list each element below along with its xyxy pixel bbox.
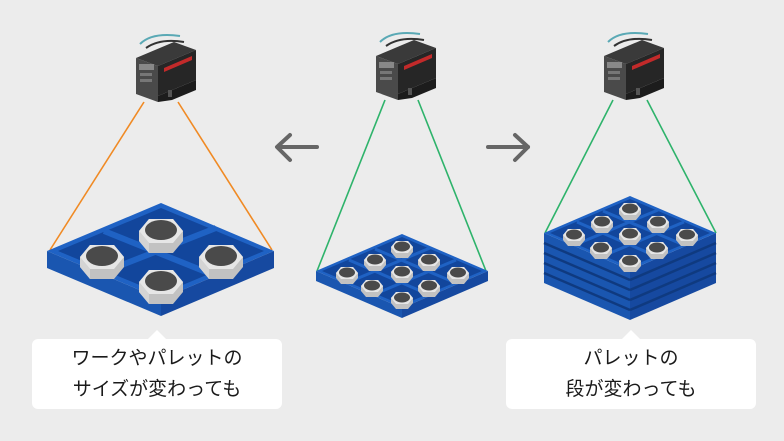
beam-line-left	[316, 99, 386, 272]
arrow-right-icon	[486, 133, 530, 162]
beam-line-right	[646, 99, 717, 234]
caption-line: パレットの	[583, 347, 679, 369]
nut-grid-3x3	[336, 241, 469, 309]
panel-left	[47, 34, 274, 316]
caption-line: ワークやパレットの	[71, 347, 243, 369]
beam-line-right	[177, 101, 273, 251]
arrow-left-icon	[275, 133, 319, 162]
sensor-icon	[135, 34, 197, 103]
nut-icon	[139, 219, 183, 253]
beam-line-left	[49, 101, 145, 251]
panel-center	[316, 32, 488, 318]
nut-icon	[199, 245, 243, 279]
nut-icon	[139, 270, 183, 304]
caption-line: 段が変わっても	[565, 378, 697, 400]
beam-line-left	[544, 99, 614, 234]
beam-line-right	[417, 99, 487, 272]
panel-right	[543, 32, 717, 320]
sensor-icon	[375, 32, 437, 101]
nut-icon	[80, 245, 124, 279]
caption-size-change: ワークやパレットの サイズが変わっても	[32, 330, 282, 409]
sensor-icon	[603, 32, 665, 101]
caption-line: サイズが変わっても	[72, 378, 242, 400]
caption-layer-change: パレットの 段が変わっても	[506, 330, 756, 409]
